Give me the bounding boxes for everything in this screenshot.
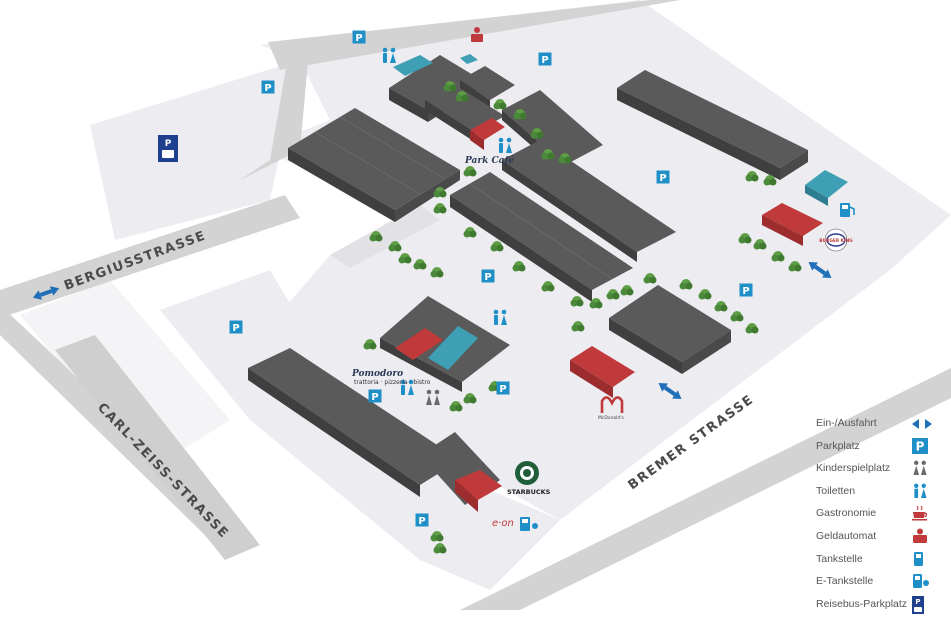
atm-icon xyxy=(913,528,927,543)
coffee-cup-icon xyxy=(912,506,928,521)
legend-item-gastronomy: Gastronomie xyxy=(810,505,950,528)
pomodoro-label: Pomodoro xyxy=(351,369,403,379)
buildings xyxy=(248,54,848,512)
legend-item-parking: Parkplatz P xyxy=(810,437,950,461)
bus-icon xyxy=(162,150,174,158)
coach-parking-icon: P xyxy=(912,595,924,614)
starbucks-label: STARBUCKS xyxy=(507,488,551,496)
ev-charger-icon xyxy=(913,574,929,589)
pomodoro-sub-label: trattoria · pizzeria · bistro xyxy=(354,379,431,386)
parking-icon xyxy=(739,283,753,297)
coach-parking-marker: P xyxy=(158,135,178,162)
parking-icon xyxy=(481,269,495,283)
legend-label: Toiletten xyxy=(816,484,856,497)
legend-label: Geldautomat xyxy=(816,529,877,542)
legend-item-playground: Kinderspielplatz xyxy=(810,460,950,483)
legend-label: E-Tankstelle xyxy=(816,575,874,588)
ev-charger-icon xyxy=(520,517,538,531)
parking-icon xyxy=(496,381,510,395)
legend-label: Ein-/Ausfahrt xyxy=(816,417,877,429)
parking-icon xyxy=(656,170,670,184)
parking-letter: P xyxy=(165,139,172,149)
eon-label: e·on xyxy=(492,518,514,529)
burger-king-label: BURGER KING xyxy=(819,238,853,244)
parking-letter: P xyxy=(916,439,925,453)
legend-item-coach-parking: Reisebus-Parkplatz P xyxy=(810,595,950,619)
legend-label: Parkplatz xyxy=(816,439,860,452)
burger-king-logo xyxy=(824,228,848,252)
legend-item-toilets: Toiletten xyxy=(810,483,950,506)
entry-exit-icon xyxy=(912,419,932,429)
parking-icon: P xyxy=(912,437,928,454)
parking-icon xyxy=(415,513,429,527)
legend-item-entry-exit: Ein-/Ausfahrt xyxy=(810,415,950,438)
legend-item-atm: Geldautomat xyxy=(810,528,950,551)
legend-label: Reisebus-Parkplatz xyxy=(816,597,908,610)
sparkasse-icon xyxy=(471,27,483,42)
mcdonalds-label: McDonald's xyxy=(598,415,625,421)
parking-icon xyxy=(368,389,382,403)
legend-label: Gastronomie xyxy=(816,507,877,520)
legend-item-fuel: Tankstelle xyxy=(810,551,950,574)
legend-item-ev-charging: E-Tankstelle xyxy=(810,573,950,596)
legend-label: Tankstelle xyxy=(816,552,863,565)
starbucks-logo xyxy=(515,461,539,485)
parking-icon xyxy=(261,80,275,94)
legend-label: Kinderspielplatz xyxy=(816,462,891,475)
toilet-icon xyxy=(914,483,927,498)
fuel-pump-icon xyxy=(840,203,855,217)
parking-icon xyxy=(538,52,552,66)
map-legend: Ein-/Ausfahrt Parkplatz P Kinderspielpla… xyxy=(810,415,950,618)
parking-icon xyxy=(229,320,243,334)
parking-letter: P xyxy=(915,598,920,606)
mcdonalds-logo xyxy=(600,396,624,413)
fuel-pump-icon xyxy=(914,551,923,566)
playground-icon xyxy=(913,460,927,476)
park-cafe-label: Park Café xyxy=(464,155,514,166)
parking-icon xyxy=(352,30,366,44)
